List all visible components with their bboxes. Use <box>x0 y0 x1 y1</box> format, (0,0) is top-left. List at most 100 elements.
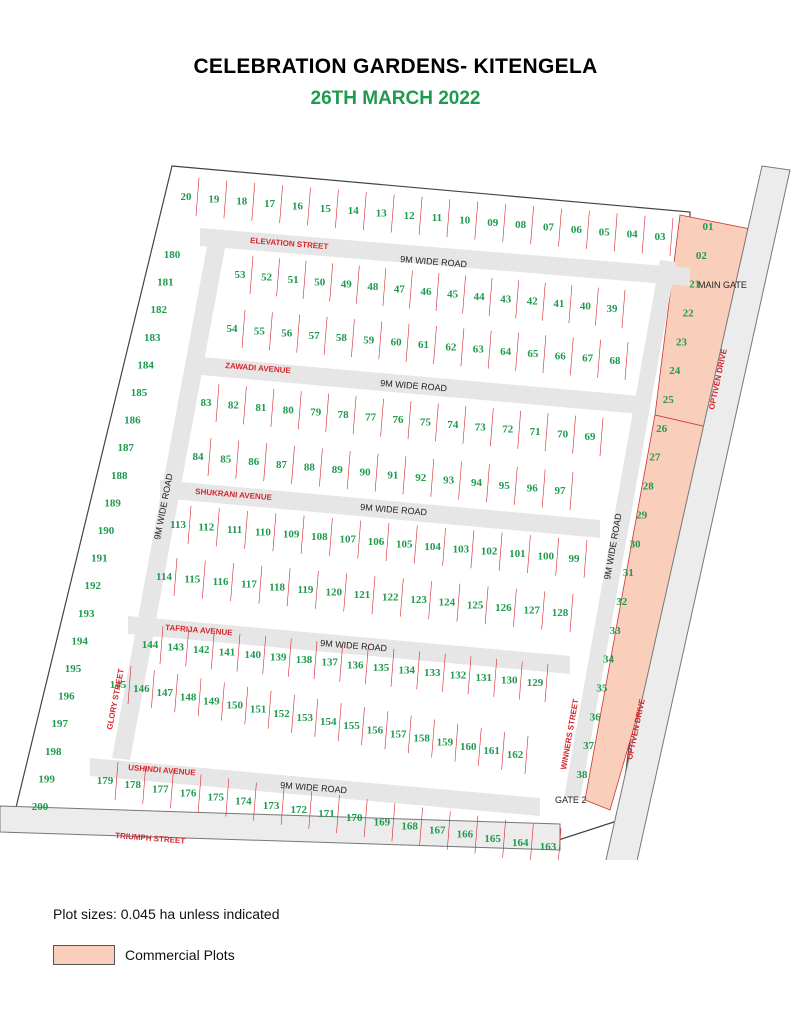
plot-127: 127 <box>523 604 540 616</box>
plot-boundary <box>542 335 547 374</box>
plot-126: 126 <box>495 602 512 614</box>
plot-boundary <box>174 674 178 713</box>
plot-118: 118 <box>269 581 285 593</box>
plot-boundary <box>555 537 559 576</box>
plot-boundary <box>407 715 412 754</box>
plot-48: 48 <box>367 281 379 293</box>
plot-136: 136 <box>347 659 364 671</box>
plot-112: 112 <box>198 521 214 533</box>
plot-boundary <box>431 719 435 758</box>
plot-116: 116 <box>213 576 229 588</box>
plot-boundary <box>195 177 200 217</box>
plot-193: 193 <box>78 608 95 620</box>
plot-boundary <box>315 570 319 609</box>
plot-131: 131 <box>475 672 492 684</box>
plot-32: 32 <box>616 596 628 608</box>
plot-15: 15 <box>320 203 332 215</box>
plot-81: 81 <box>255 402 266 414</box>
plot-145: 145 <box>110 679 127 691</box>
plot-183: 183 <box>144 332 161 344</box>
plot-09: 09 <box>487 217 499 229</box>
plot-boundary <box>159 625 164 665</box>
plot-40: 40 <box>580 301 592 313</box>
plot-boundary <box>244 510 248 549</box>
plot-07: 07 <box>543 222 555 234</box>
plot-boundary <box>308 790 313 829</box>
plot-18: 18 <box>236 196 248 208</box>
plot-boundary <box>378 321 383 360</box>
plot-17: 17 <box>264 198 276 210</box>
plot-84: 84 <box>193 451 205 463</box>
map-title: CELEBRATION GARDENS- KITENGELA <box>193 55 598 78</box>
plot-181: 181 <box>157 277 174 289</box>
plot-boundary <box>669 217 674 257</box>
plot-83: 83 <box>201 397 213 409</box>
plot-boundary <box>544 663 549 703</box>
plot-21: 21 <box>689 279 700 291</box>
plot-boundary <box>519 661 523 700</box>
plot-boundary <box>490 408 494 447</box>
plot-boundary <box>442 527 446 566</box>
plot-113: 113 <box>170 519 186 531</box>
plot-boundary <box>487 330 492 369</box>
plot-boundary <box>211 631 215 670</box>
plot-111: 111 <box>227 524 242 536</box>
plot-boundary <box>291 694 295 733</box>
plot-boundary <box>323 316 328 355</box>
plot-92: 92 <box>415 472 427 484</box>
plot-boundary <box>502 203 506 242</box>
plot-boundary <box>307 187 311 226</box>
plot-151: 151 <box>250 704 267 716</box>
plot-boundary <box>300 515 305 554</box>
plot-20: 20 <box>181 191 193 203</box>
plot-boundary <box>568 285 573 324</box>
plot-180: 180 <box>164 249 181 261</box>
plot-68: 68 <box>610 355 622 367</box>
plot-134: 134 <box>398 664 415 676</box>
plot-61: 61 <box>418 339 429 351</box>
plot-172: 172 <box>291 804 308 816</box>
plot-boundary <box>371 575 376 615</box>
plot-100: 100 <box>537 551 554 563</box>
plot-170: 170 <box>346 812 363 824</box>
plot-boundary <box>329 263 333 302</box>
plot-boundary <box>641 215 646 254</box>
plot-boundary <box>269 312 273 351</box>
plot-boundary <box>374 453 379 492</box>
plot-boundary <box>241 309 246 349</box>
plot-36: 36 <box>590 711 602 723</box>
plot-166: 166 <box>457 829 474 841</box>
plot-boundary <box>467 656 472 695</box>
plot-91: 91 <box>387 469 398 481</box>
plot-boundary <box>329 518 333 557</box>
plot-boundary <box>258 565 263 604</box>
plot-70: 70 <box>557 429 569 441</box>
plot-64: 64 <box>500 346 512 358</box>
plot-104: 104 <box>424 541 441 553</box>
plot-boundary <box>478 727 482 766</box>
plot-boundary <box>187 505 192 545</box>
plot-79: 79 <box>310 407 322 419</box>
plot-77: 77 <box>365 412 377 424</box>
plot-boundary <box>433 325 437 365</box>
plot-boundary <box>402 456 407 495</box>
plot-boundary <box>279 185 283 224</box>
plot-boundary <box>142 766 146 805</box>
plot-120: 120 <box>325 586 342 598</box>
plot-146: 146 <box>133 683 150 695</box>
plot-194: 194 <box>71 635 88 647</box>
plot-169: 169 <box>374 816 391 828</box>
plot-66: 66 <box>555 350 567 362</box>
plot-153: 153 <box>297 712 314 724</box>
plot-55: 55 <box>254 325 266 337</box>
plot-154: 154 <box>320 716 337 728</box>
plot-123: 123 <box>410 594 427 606</box>
legend-swatch-commercial <box>53 945 115 965</box>
plot-99: 99 <box>569 553 581 565</box>
plot-01: 01 <box>703 221 714 233</box>
plot-54: 54 <box>227 323 239 335</box>
plot-16: 16 <box>292 200 304 212</box>
plot-103: 103 <box>453 543 470 555</box>
plot-boundary <box>352 396 357 435</box>
